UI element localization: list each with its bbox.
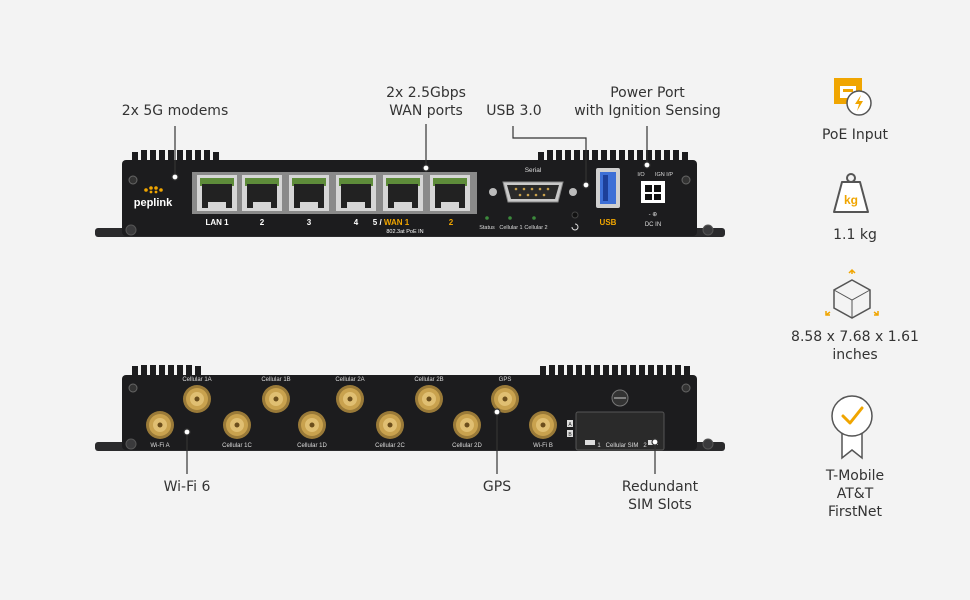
svg-text:5 / WAN 1: 5 / WAN 1	[373, 218, 410, 227]
port-label-5: 5 /	[373, 218, 384, 227]
weight-icon-text: kg	[844, 193, 858, 207]
spec-poe: PoE Input	[821, 127, 889, 143]
callout-usb: USB 3.0	[486, 103, 542, 119]
peplink-logo-icon	[144, 186, 163, 194]
led-label-status: Status	[479, 225, 495, 231]
antenna-label: Cellular 1A	[182, 377, 211, 383]
antenna-label: Wi-Fi A	[150, 443, 169, 449]
svg-text:- ⊕: - ⊕	[649, 212, 658, 218]
antenna-label: Cellular 2B	[414, 377, 443, 383]
port-label-4: 4	[354, 218, 359, 227]
ethernet-port	[197, 175, 237, 211]
sim-a-label: A	[568, 422, 572, 428]
port-label-3: 3	[307, 218, 312, 227]
sma-connector-icon	[183, 385, 211, 413]
callout-wifi: Wi-Fi 6	[163, 479, 211, 495]
ign-label: IGN I/P	[655, 172, 673, 178]
spec-weight: 1.1 kg	[833, 227, 877, 243]
poe-icon	[834, 78, 872, 116]
serial-label: Serial	[525, 167, 542, 174]
antenna-label: GPS	[499, 377, 512, 383]
power-port-icon	[641, 181, 665, 203]
sim-mid-label: Cellular SIM	[606, 443, 639, 449]
usb-port-icon	[596, 168, 620, 208]
port-label-2: 2	[260, 218, 265, 227]
antenna-label: Cellular 1C	[222, 443, 252, 449]
sma-connector-icon	[146, 411, 174, 439]
led-label-cellular1: Cellular 1	[499, 225, 522, 231]
reset-button-icon	[571, 211, 579, 231]
sma-connector-icon	[223, 411, 251, 439]
sim-right-label: 2	[643, 443, 647, 449]
callout-gps: GPS	[482, 479, 512, 495]
callout-5g-modems: 2x 5G modems	[121, 103, 229, 119]
led-label-cellular2: Cellular 2	[524, 225, 547, 231]
sma-connector-icon	[298, 411, 326, 439]
sim-b-label: B	[568, 432, 572, 438]
port-label-wan1: WAN 1	[384, 218, 410, 227]
antenna-label: Cellular 2D	[452, 443, 482, 449]
antenna-label: Cellular 1B	[261, 377, 290, 383]
sma-connector-icon	[336, 385, 364, 413]
usb-label: USB	[600, 218, 617, 227]
antenna-connectors: Cellular 1A Cellular 1B Cellular 2A Cellula…	[146, 377, 557, 449]
antenna-label: Wi-Fi B	[533, 443, 553, 449]
port-label-lan1: LAN 1	[205, 218, 229, 227]
dc-in-label: DC IN	[645, 222, 661, 228]
ethernet-port	[430, 175, 470, 211]
ethernet-port	[289, 175, 329, 211]
sma-connector-icon	[491, 385, 519, 413]
ethernet-port	[336, 175, 376, 211]
rear-panel: Cellular 1A Cellular 1B Cellular 2A Cellula…	[95, 365, 725, 451]
certified-badge-icon	[831, 395, 873, 460]
ethernet-port	[383, 175, 423, 211]
sma-connector-icon	[262, 385, 290, 413]
weight-icon	[833, 173, 869, 213]
ethernet-ports	[197, 175, 470, 211]
brand-label: peplink	[134, 197, 173, 209]
poe-note: 802.3at PoE IN	[386, 229, 423, 235]
serial-port-icon	[489, 181, 577, 203]
sim-left-label: 1	[597, 443, 601, 449]
sma-connector-icon	[415, 385, 443, 413]
ethernet-port	[242, 175, 282, 211]
sma-connector-icon	[529, 411, 557, 439]
antenna-label: Cellular 2A	[335, 377, 364, 383]
antenna-label: Cellular 2C	[375, 443, 405, 449]
io-label: I/O	[637, 172, 645, 178]
port-label-wan2: 2	[449, 218, 454, 227]
antenna-label: Cellular 1D	[297, 443, 327, 449]
status-leds	[485, 216, 536, 220]
front-panel: peplink LAN 1 2 3 4 5 / WAN 1 2 802.3at …	[95, 150, 725, 237]
sma-connector-icon	[453, 411, 481, 439]
dimensions-cube-icon	[825, 268, 879, 319]
sma-connector-icon	[376, 411, 404, 439]
